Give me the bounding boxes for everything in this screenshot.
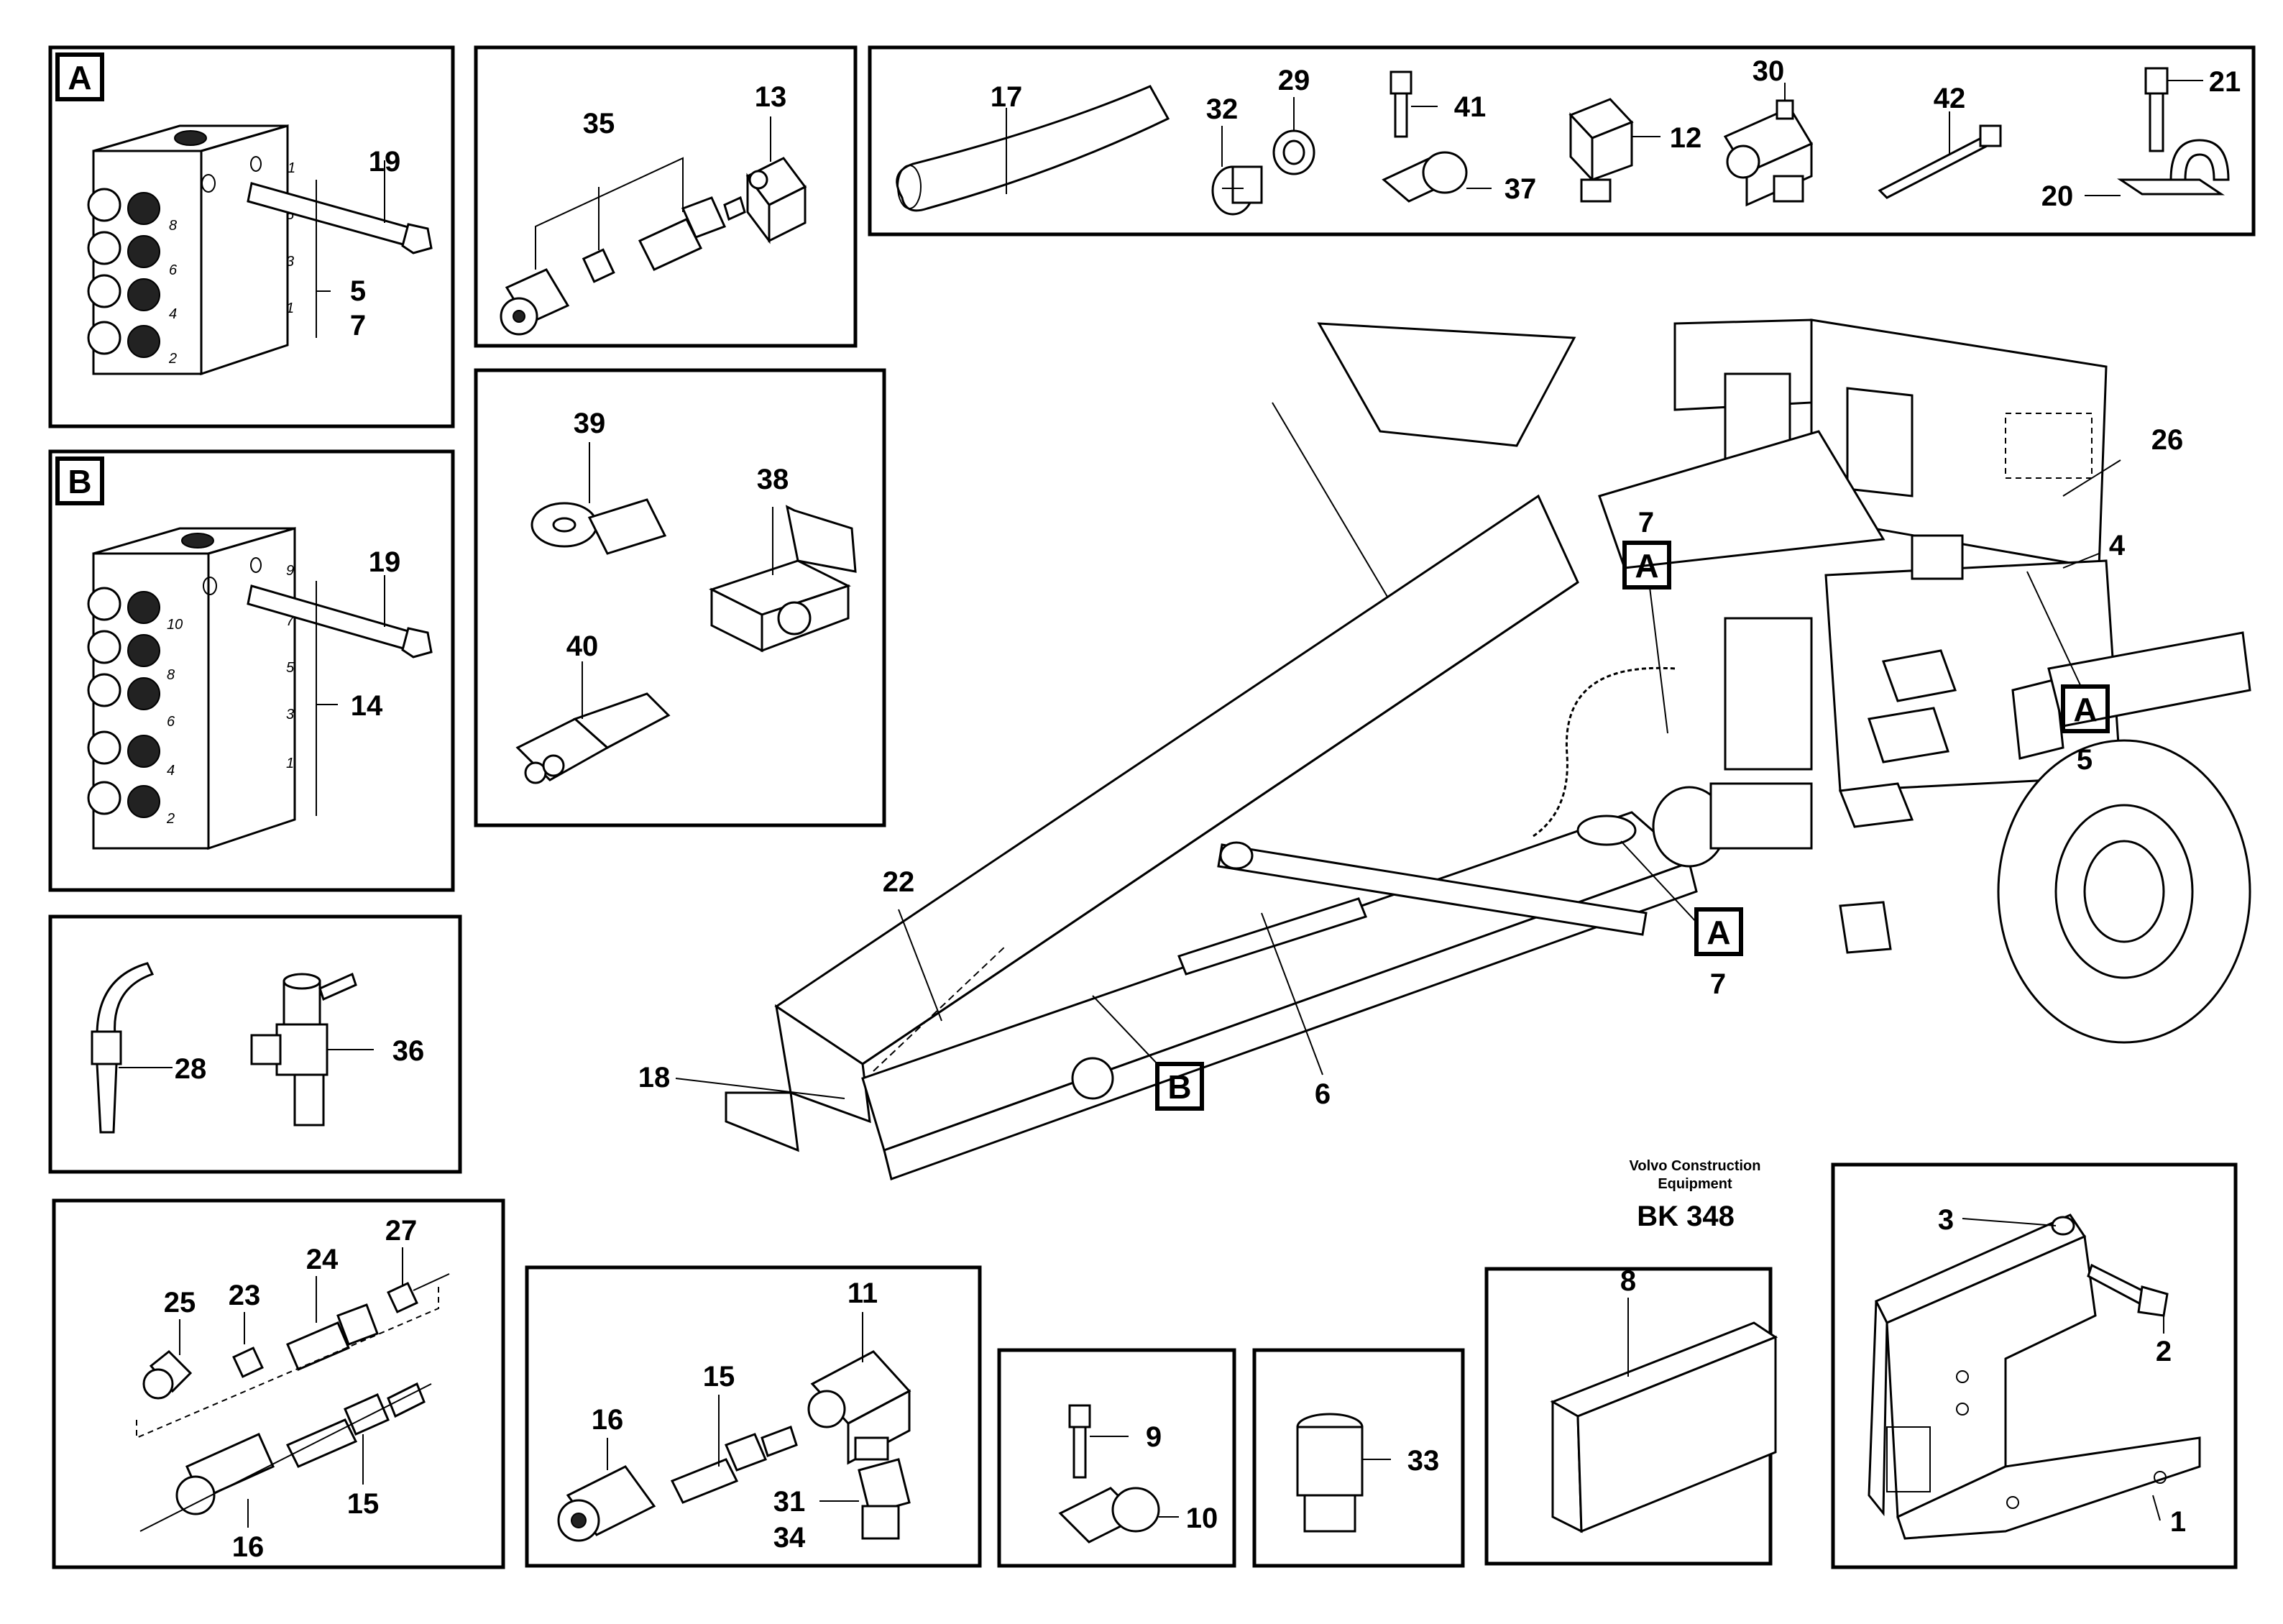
callout-8: 8 xyxy=(1620,1265,1636,1297)
callout-35: 35 xyxy=(583,108,615,139)
detail-tag-a: A xyxy=(2073,691,2097,728)
callout-23: 23 xyxy=(229,1280,261,1311)
callout-16: 16 xyxy=(232,1531,265,1563)
port-mark: 3 xyxy=(286,707,294,722)
callout-10: 10 xyxy=(1186,1503,1218,1534)
callout-33: 33 xyxy=(1407,1445,1440,1477)
detail-panel-bracket: 3 2 1 xyxy=(1831,1162,2238,1569)
detail-panel-hardware-strip: 17 32 29 41 37 12 30 xyxy=(868,45,2256,237)
callout-7: 7 xyxy=(350,310,366,341)
callout-20: 20 xyxy=(2041,180,2074,212)
callout-29: 29 xyxy=(1278,65,1310,96)
callout-31: 31 xyxy=(773,1486,806,1518)
detail-panel-fitting-assembly: 25 23 24 27 15 16 xyxy=(52,1198,505,1569)
callout-17: 17 xyxy=(991,81,1023,113)
port-mark: 8 xyxy=(167,667,175,683)
callout-19: 19 xyxy=(369,146,401,178)
callout-4: 4 xyxy=(2109,530,2126,561)
callout-27: 27 xyxy=(385,1215,418,1247)
callout-7: 7 xyxy=(1710,968,1726,1000)
detail-panel-nipples: 28 36 xyxy=(48,914,462,1174)
callout-9: 9 xyxy=(1146,1421,1162,1453)
callout-5: 5 xyxy=(350,275,366,307)
callout-11: 11 xyxy=(847,1277,878,1309)
port-mark: 8 xyxy=(169,218,177,234)
detail-panel-b: B 9 7 5 3 1 10 8 6 4 2 19 14 xyxy=(48,449,455,892)
detail-panel-elbow-assembly: 16 15 11 31 34 xyxy=(525,1265,982,1568)
port-mark: 1 xyxy=(286,756,294,771)
machine-illustration xyxy=(725,318,2251,1180)
callout-34: 34 xyxy=(773,1522,806,1554)
port-mark: 4 xyxy=(169,306,177,322)
callout-32: 32 xyxy=(1206,93,1239,125)
callout-41: 41 xyxy=(1454,91,1487,123)
port-mark: 9 xyxy=(286,563,294,579)
detail-panel-cover: 8 xyxy=(1484,1265,1778,1566)
callout-13: 13 xyxy=(755,81,787,113)
callout-12: 12 xyxy=(1670,122,1702,154)
detail-tag-a: A xyxy=(1706,914,1730,951)
callout-40: 40 xyxy=(566,630,599,662)
block-a-ports xyxy=(87,188,160,358)
machine-callouts: A 7 A 5 A 7 B 26 4 22 18 6 xyxy=(638,424,2184,1111)
callout-22: 22 xyxy=(883,866,915,898)
port-mark: 3 xyxy=(286,254,294,270)
callout-2: 2 xyxy=(2156,1336,2172,1367)
detail-panel-a: A 1 5 3 1 8 6 4 2 19 5 7 xyxy=(48,45,455,428)
port-mark: 1 xyxy=(288,160,295,176)
detail-panel-union: 35 13 xyxy=(474,45,858,348)
publisher-line-2: Equipment xyxy=(1658,1176,1732,1192)
port-mark: 1 xyxy=(286,301,294,316)
callout-36: 36 xyxy=(392,1035,425,1067)
callout-7: 7 xyxy=(1638,507,1654,538)
callout-19: 19 xyxy=(369,546,401,578)
callout-1: 1 xyxy=(2170,1506,2186,1538)
callout-28: 28 xyxy=(175,1053,207,1085)
detail-tag-a: A xyxy=(1635,547,1658,584)
port-mark: 10 xyxy=(167,617,183,633)
detail-tag-b: B xyxy=(1167,1068,1191,1106)
callout-15: 15 xyxy=(347,1488,380,1520)
callout-37: 37 xyxy=(1505,173,1537,205)
callout-16: 16 xyxy=(592,1404,624,1436)
callout-5: 5 xyxy=(2077,744,2093,776)
port-mark: 6 xyxy=(167,714,175,730)
block-b-ports xyxy=(87,587,160,818)
callout-25: 25 xyxy=(164,1287,196,1318)
port-mark: 4 xyxy=(167,763,175,779)
port-mark: 5 xyxy=(286,660,295,676)
port-mark: 6 xyxy=(169,262,178,278)
callout-21: 21 xyxy=(2209,66,2241,98)
port-mark: 2 xyxy=(166,811,175,827)
callout-42: 42 xyxy=(1934,83,1966,114)
port-mark: 2 xyxy=(168,351,177,367)
callout-30: 30 xyxy=(1753,55,1785,87)
callout-14: 14 xyxy=(351,690,383,722)
detail-panel-clamp: 9 10 xyxy=(997,1348,1236,1568)
callout-26: 26 xyxy=(2151,424,2184,456)
callout-18: 18 xyxy=(638,1062,671,1093)
callout-38: 38 xyxy=(757,464,789,495)
detail-tag-a: A xyxy=(68,59,91,96)
detail-panel-adapter: 33 xyxy=(1252,1348,1465,1568)
publisher-line-1: Volvo Construction xyxy=(1630,1158,1761,1174)
callout-6: 6 xyxy=(1315,1078,1331,1110)
detail-panel-electrical: 39 38 40 xyxy=(474,368,886,827)
drawing-reference: Volvo Construction Equipment BK 348 xyxy=(1630,1158,1761,1232)
callout-24: 24 xyxy=(306,1244,339,1275)
callout-15: 15 xyxy=(703,1361,735,1393)
drawing-code: BK 348 xyxy=(1637,1201,1735,1232)
callout-39: 39 xyxy=(574,408,606,439)
callout-3: 3 xyxy=(1938,1204,1954,1236)
detail-tag-b: B xyxy=(68,463,91,500)
